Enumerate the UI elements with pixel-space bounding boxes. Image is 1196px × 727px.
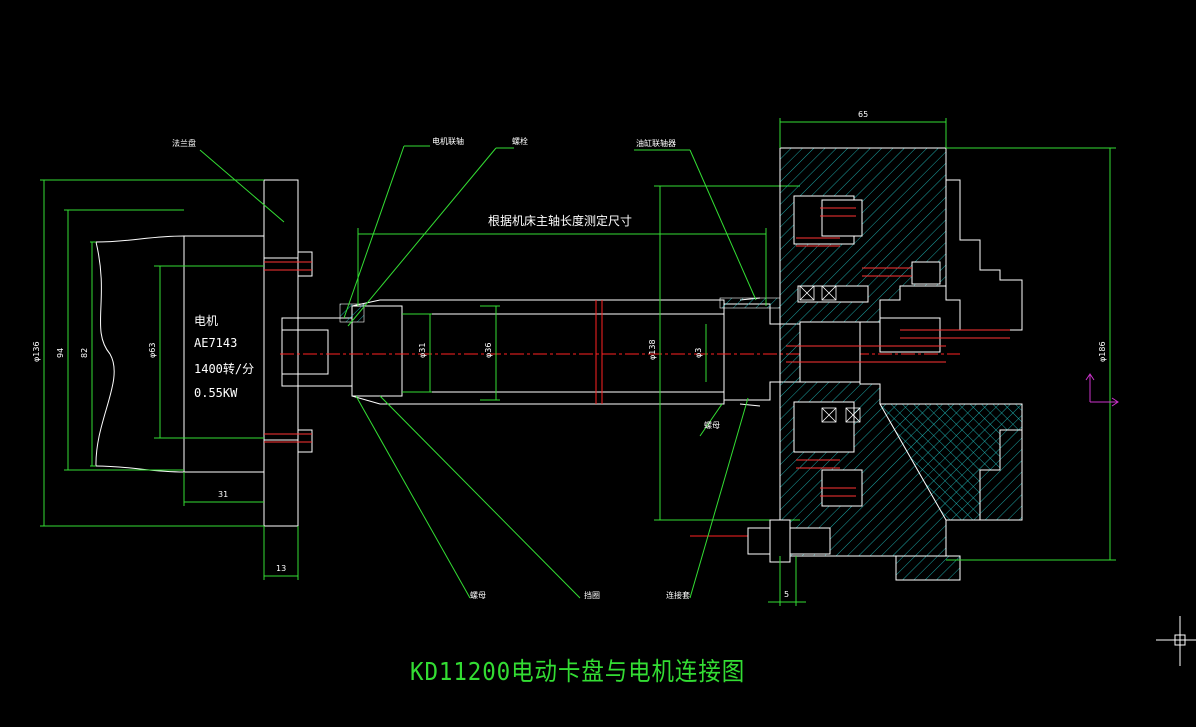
callout-nut-right: 螺母 (704, 421, 720, 430)
dim-d2: 94 (56, 347, 65, 358)
dim-d3: 82 (80, 347, 89, 358)
dim-top: 65 (858, 110, 869, 119)
callout-connector: 连接套 (666, 591, 690, 600)
shaft-break (595, 300, 760, 537)
motor-body (95, 179, 353, 527)
dim-len2: 13 (276, 564, 287, 573)
motor-model: AE7143 (194, 336, 238, 350)
dim-bottom: 5 (784, 590, 790, 599)
dim-d4: φ63 (148, 342, 157, 358)
motor-bolts (264, 261, 312, 443)
chuck-red-bolts (786, 207, 1010, 497)
motor-dimensions (40, 149, 299, 580)
dim-d5: φ31 (418, 342, 427, 358)
chuck-body (779, 147, 1023, 581)
callout-bolt: 螺栓 (512, 137, 528, 146)
motor-label: 电机 (194, 314, 219, 328)
length-note-banner: 根据机床主轴长度测定尺寸 (488, 214, 633, 228)
callout-motor-coupling: 电机联轴 (432, 137, 464, 146)
ucs-icon (1085, 373, 1119, 407)
callout-spacer: 挡圈 (584, 591, 600, 600)
dim-d8: φ3 (694, 347, 703, 358)
dim-d1: φ136 (32, 341, 41, 362)
chuck-bearings (799, 285, 861, 423)
callout-flange: 法兰盘 (172, 139, 196, 148)
dim-d7: φ138 (648, 339, 657, 360)
shaft-hatch (339, 297, 781, 323)
dim-len1: 31 (218, 490, 229, 499)
chuck-dimensions (768, 118, 1116, 606)
crosshair-cursor-icon (1156, 616, 1196, 666)
callout-chuck-coupling: 油缸联轴器 (636, 139, 676, 148)
callout-nut-left: 螺母 (470, 591, 486, 600)
shaft-dimensions (343, 145, 800, 599)
dim-right: φ186 (1098, 341, 1107, 362)
motor-speed: 1400转/分 (194, 362, 255, 376)
drawing-title: KD11200电动卡盘与电机连接图 (410, 657, 746, 686)
motor-power: 0.55KW (194, 386, 238, 400)
dim-d6: φ36 (484, 342, 493, 358)
